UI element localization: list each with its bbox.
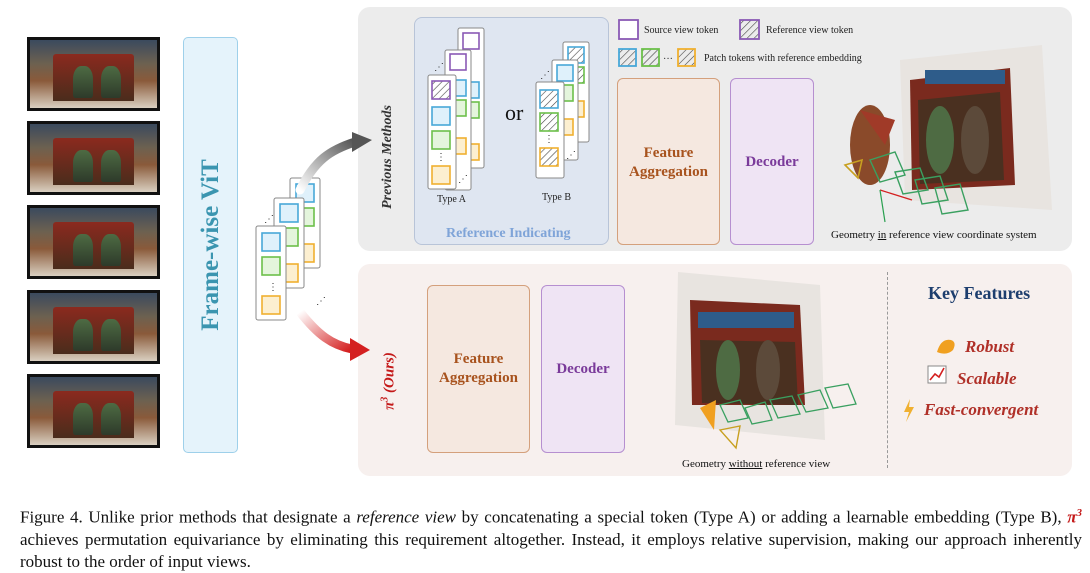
feature-fast-convergent: Fast-convergent (924, 400, 1039, 419)
svg-text:⋰: ⋰ (566, 150, 576, 161)
type-a-stack: ⋮ ⋰ ⋰ (427, 27, 485, 191)
legend-source-label: Source view token (644, 25, 719, 36)
figure-caption: Figure 4. Unlike prior methods that desi… (20, 507, 1082, 571)
feature-aggregation-label-ours: Feature Aggregation (439, 351, 518, 386)
input-view-photo (27, 205, 160, 279)
reference-indicating-label: Reference Indicating (446, 226, 571, 241)
feature-aggregation-label-prev: Feature Aggregation (629, 145, 708, 180)
type-a-label: Type A (437, 194, 467, 205)
feature-robust: Robust (965, 337, 1015, 356)
legend-reference-label: Reference view token (766, 25, 854, 36)
geometry-caption-ours: Geometry without reference view (682, 458, 831, 470)
svg-text:⋮: ⋮ (544, 134, 554, 145)
input-view-photo (27, 37, 160, 111)
scene-ours (675, 272, 857, 450)
ours-label: π3 (Ours) (380, 352, 399, 410)
feature-icons (904, 339, 955, 422)
frame-wise-vit-block (183, 37, 238, 453)
previous-methods-label: Previous Methods (380, 105, 395, 209)
svg-text:⋰: ⋰ (434, 62, 444, 73)
pi-symbol: π (381, 401, 398, 410)
svg-text:···: ··· (663, 54, 673, 65)
input-view-photo (27, 290, 160, 364)
svg-text:⋰: ⋰ (458, 174, 468, 185)
svg-text:⋰: ⋰ (540, 70, 550, 81)
feature-aggregation-block-prev (617, 78, 720, 245)
scene-previous (843, 45, 1052, 223)
or-label: or (505, 100, 524, 125)
feature-scalable: Scalable (957, 369, 1017, 388)
svg-text:⋮: ⋮ (436, 152, 446, 163)
decoder-block-prev (730, 78, 814, 245)
input-view-photo (27, 121, 160, 195)
center-token-stack: ⋮ ⋰ ⋰ (255, 177, 326, 321)
decoder-label-ours: Decoder (556, 361, 610, 377)
feature-aggregation-block-ours (427, 285, 530, 453)
legend-reference-swatch (739, 19, 760, 40)
pi-exponent: 3 (379, 396, 391, 402)
divider-line (887, 272, 888, 468)
svg-text:⋰: ⋰ (316, 296, 326, 307)
legend-patch-label: Patch tokens with reference embedding (704, 53, 862, 64)
decoder-block-ours (541, 285, 625, 453)
svg-text:⋮: ⋮ (268, 282, 278, 293)
key-features-title: Key Features (928, 283, 1031, 303)
input-view-photo (27, 374, 160, 448)
type-b-stack: ⋮ ⋰ ⋰ (535, 41, 590, 179)
ours-text: (Ours) (381, 352, 398, 393)
decoder-label-prev: Decoder (745, 154, 799, 170)
type-b-label: Type B (542, 192, 572, 203)
legend-source-swatch (618, 19, 639, 40)
svg-text:⋰: ⋰ (264, 214, 274, 225)
geometry-caption-prev: Geometry in reference view coordinate sy… (831, 229, 1037, 241)
